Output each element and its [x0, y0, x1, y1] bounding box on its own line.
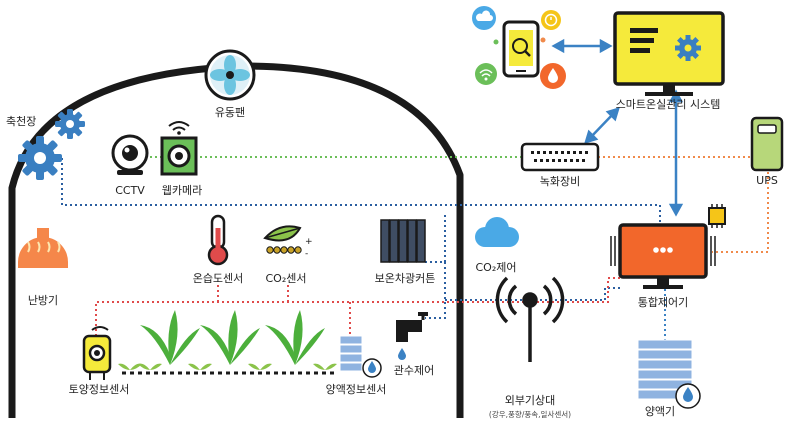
soil-sensor-label: 토양정보센서	[68, 383, 130, 396]
ups-icon	[750, 116, 784, 172]
smartphone-icon	[502, 20, 540, 78]
management-monitor-icon	[613, 11, 725, 96]
controller-chip-icon	[708, 204, 726, 228]
thermal-curtain-label: 보온차광커튼	[374, 272, 436, 285]
nutrient-tank-icon	[637, 339, 701, 409]
cctv-icon	[111, 134, 149, 175]
connection-ups-controller	[712, 172, 769, 253]
webcam-label: 웹카메라	[161, 184, 203, 197]
controller-monitor-icon	[610, 223, 716, 289]
arrow-network-system	[584, 107, 620, 144]
temp-humidity-sensor-label: 온습도센서	[192, 272, 244, 285]
nutrient-supply-label: 양액기	[644, 405, 676, 418]
nutrient-sensor-icon	[339, 335, 382, 378]
cloud-app-icon	[472, 6, 496, 30]
ventilation-label: 축천장	[6, 115, 37, 128]
co2-control-label: CO₂제어	[475, 261, 517, 274]
arrow-phone-system	[551, 38, 613, 54]
soil-sensor-icon	[82, 326, 112, 380]
faucet-icon	[396, 312, 428, 360]
thermometer-icon	[207, 214, 229, 266]
thermal-curtain-icon	[380, 219, 426, 263]
weather-station-label: 외부기상대	[504, 394, 556, 407]
alarm-app-icon	[541, 10, 561, 30]
weather-station-icon	[495, 276, 565, 362]
plants-row	[118, 310, 338, 375]
co2-sensor-label: CO₂센서	[265, 272, 307, 285]
arrow-system-controller	[668, 89, 684, 217]
controller-label: 통합제어기	[637, 296, 689, 309]
connection-curtain-bus	[425, 261, 446, 319]
connection-sensor-bus	[95, 277, 620, 336]
heater-label: 난방기	[27, 294, 59, 307]
connection-ventilation-bus	[61, 158, 661, 222]
smart-system-label: 스마트온실관리 시스템	[615, 98, 721, 111]
weather-station-sublabel: (강우,풍향/풍속,일사센서)	[488, 410, 572, 419]
irrigation-control-label: 관수제어	[393, 364, 435, 377]
recorder-icon	[520, 142, 600, 172]
phone-decor-dots	[493, 37, 546, 45]
co2-cloud-icon	[475, 217, 519, 247]
ventilation-gear-icon	[18, 109, 85, 180]
nutrient-sensor-label: 양액정보센서	[325, 383, 387, 396]
water-app-icon	[540, 63, 566, 89]
fan-icon	[204, 49, 256, 101]
recorder-label: 녹화장비	[539, 175, 581, 188]
fan-label: 유동팬	[214, 106, 246, 119]
svg-text:-: -	[305, 249, 308, 259]
webcam-icon	[160, 121, 198, 176]
svg-text:+: +	[305, 237, 313, 247]
cctv-label: CCTV	[115, 184, 145, 197]
co2-sensor-icon: + -	[263, 225, 313, 259]
wifi-app-icon	[475, 63, 497, 85]
heater-icon	[18, 228, 68, 268]
ups-label: UPS	[756, 174, 778, 187]
